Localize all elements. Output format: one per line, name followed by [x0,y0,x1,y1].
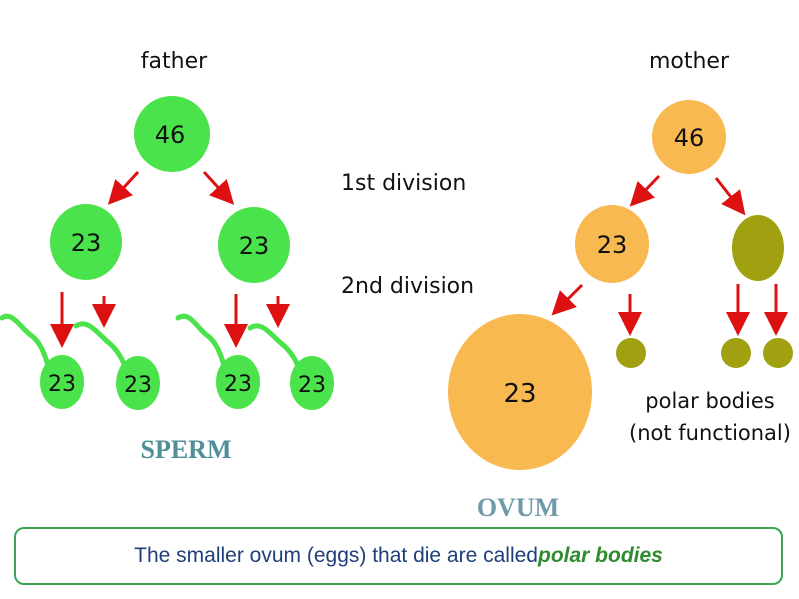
polar-body-1 [616,338,646,368]
sperm-cell-2: 23 [73,321,160,410]
polar-body-2 [721,338,751,368]
father-secondary-left-count: 23 [71,229,102,257]
sperm-cell-4: 23 [247,323,334,410]
caption-text: The smaller ovum (eggs) that die are cal… [134,544,538,567]
caption-box: The smaller ovum (eggs) that die are cal… [14,527,783,585]
ovum-cell: 23 [448,314,592,470]
sperm-1-count: 23 [48,372,76,397]
arrow-mother-left [629,174,661,207]
father-secondary-cell-left: 23 [50,204,122,280]
father-secondary-right-count: 23 [239,232,270,260]
mother-secondary-cell: 23 [575,205,649,283]
sperm-cell-1: 23 [0,313,84,409]
mother-label: mother [649,49,730,74]
sperm-4-count: 23 [298,373,326,398]
caption-emphasis: polar bodies [538,544,663,567]
second-division-label: 2nd division [341,274,474,299]
sperm-3-count: 23 [224,372,252,397]
father-secondary-cell-right: 23 [218,207,290,283]
arrow-father-right [202,170,235,205]
arrow-ovum [551,283,584,316]
mother-primary-cell: 46 [652,100,726,174]
sperm-cell-3: 23 [175,313,260,409]
sperm-label: SPERM [141,435,232,464]
ovum-count: 23 [503,379,536,409]
polar-bodies-label: polar bodies [645,389,774,413]
father-cell-count: 46 [155,121,186,149]
polar-bodies-note: (not functional) [629,421,791,445]
arrow-mother-right [714,177,746,216]
first-division-label: 1st division [341,171,466,196]
polar-body-3 [763,338,793,368]
father-label: father [141,49,208,74]
first-polar-body [732,215,784,281]
mother-cell-count: 46 [674,124,705,152]
mother-secondary-count: 23 [597,231,628,259]
sperm-2-count: 23 [124,373,152,398]
father-primary-cell: 46 [134,96,210,172]
ovum-label: OVUM [477,493,559,522]
arrow-father-left [107,170,140,205]
